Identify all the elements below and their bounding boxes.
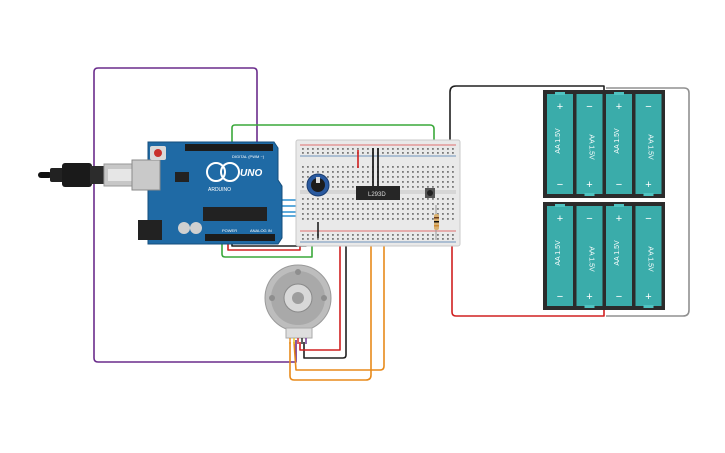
arduino-brand-text: ARDUINO (208, 187, 231, 193)
power-label: POWER (222, 228, 237, 233)
plus-symbol: + (586, 179, 592, 191)
push-button[interactable] (425, 188, 435, 198)
battery-cell-label: AA 1.5V (555, 128, 562, 154)
plus-symbol: + (645, 291, 651, 303)
analog-label: ANALOG IN (250, 228, 272, 233)
power-jack (138, 220, 162, 240)
minus-symbol: − (645, 101, 651, 113)
minus-symbol: − (616, 291, 622, 303)
battery-packs: + − AA 1.5V − + AA 1.5V + − AA 1.5V − + AA 1.5V + − AA… (543, 90, 665, 310)
minus-symbol: − (616, 179, 622, 191)
plus-symbol: + (645, 179, 651, 191)
dc-motor[interactable] (264, 264, 332, 344)
battery-cell-label: AA 1.5V (588, 246, 595, 272)
potentiometer[interactable] (306, 173, 330, 197)
battery-cell[interactable]: + − AA 1.5V (606, 204, 632, 306)
minus-symbol: − (586, 101, 592, 113)
capacitor-2 (190, 222, 202, 234)
battery-cell-label: AA 1.5V (614, 128, 621, 154)
wire-red-motor[interactable] (299, 234, 341, 351)
minus-symbol: − (645, 213, 651, 225)
minus-symbol: − (557, 291, 563, 303)
wire-black-battery[interactable] (449, 85, 605, 148)
battery-cell[interactable]: − + AA 1.5V (635, 206, 662, 308)
battery-cell[interactable]: + − AA 1.5V (547, 92, 573, 194)
crystal (175, 172, 189, 182)
digital-pins-label: DIGITAL (PWM ~) (232, 154, 265, 159)
infinity-logo-right (220, 162, 240, 182)
chip-label: L293D (368, 192, 386, 198)
minus-symbol: − (586, 213, 592, 225)
battery-cell[interactable]: − + AA 1.5V (576, 206, 603, 308)
wire-gray-battery-link[interactable] (606, 87, 690, 317)
usb-port (131, 159, 161, 191)
battery-cell[interactable]: + − AA 1.5V (547, 204, 573, 306)
power-analog-header (205, 234, 275, 241)
wire-green-bottom[interactable] (221, 240, 313, 258)
usb-cable (38, 163, 135, 187)
wire-green-top[interactable] (231, 124, 435, 152)
reset-button[interactable] (154, 149, 162, 157)
motor-connector (285, 327, 313, 339)
breadboard[interactable]: L293D (295, 139, 461, 247)
infinity-logo-left (206, 162, 226, 182)
minus-symbol: − (557, 179, 563, 191)
battery-cell-label: AA 1.5V (647, 246, 654, 272)
plus-symbol: + (557, 101, 563, 113)
digital-header (185, 144, 273, 151)
battery-cell[interactable]: − + AA 1.5V (635, 94, 662, 196)
battery-cell[interactable]: + − AA 1.5V (606, 92, 632, 194)
microcontroller-chip (203, 207, 267, 221)
battery-cell-label: AA 1.5V (647, 134, 654, 160)
battery-cell-label: AA 1.5V (555, 240, 562, 266)
battery-cell[interactable]: − + AA 1.5V (576, 94, 603, 196)
wire-orange-2[interactable] (293, 232, 385, 371)
arduino-uno[interactable]: UNO ARDUINO DIGITAL (PWM ~) POWER ANALOG… (131, 141, 283, 245)
plus-symbol: + (557, 213, 563, 225)
capacitor-1 (178, 222, 190, 234)
resistor[interactable] (434, 205, 439, 240)
wire-black-motor[interactable] (303, 234, 347, 359)
wire-red-battery[interactable] (451, 240, 605, 317)
plus-symbol: + (616, 213, 622, 225)
l293d-chip[interactable]: L293D (356, 186, 400, 200)
battery-cell-label: AA 1.5V (614, 240, 621, 266)
uno-logo-text: UNO (240, 168, 262, 179)
plus-symbol: + (616, 101, 622, 113)
wire-purple[interactable] (93, 67, 297, 363)
battery-cell-label: AA 1.5V (588, 134, 595, 160)
wire-orange-1[interactable] (289, 230, 372, 381)
plus-symbol: + (586, 291, 592, 303)
